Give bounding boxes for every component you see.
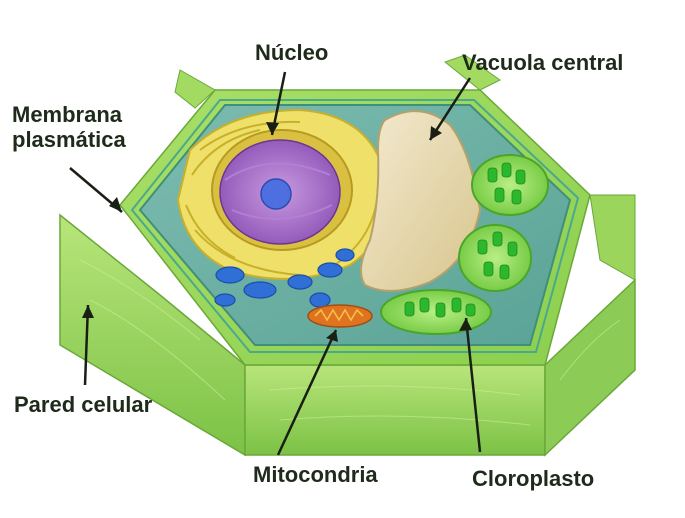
chloroplasts bbox=[380, 154, 549, 335]
label-mitochondria: Mitocondria bbox=[253, 462, 378, 487]
nucleus bbox=[211, 129, 353, 251]
label-central-vacuole: Vacuola central bbox=[462, 50, 624, 75]
label-nucleus: Núcleo bbox=[255, 40, 329, 65]
leader-mitochondria bbox=[276, 329, 338, 456]
label-chloroplast: Cloroplasto bbox=[472, 466, 595, 491]
leader-chloroplast bbox=[464, 317, 482, 453]
leader-wall bbox=[83, 304, 90, 386]
mitochondrion bbox=[307, 304, 373, 328]
nucleolus bbox=[260, 178, 292, 210]
label-plasma-membrane-line1: Membrana bbox=[12, 102, 123, 127]
vesicles bbox=[214, 248, 355, 308]
central-vacuole bbox=[360, 110, 482, 292]
label-cell-wall: Pared celular bbox=[14, 392, 153, 417]
label-plasma-membrane: Membrana plasmática bbox=[12, 102, 126, 152]
leader-arrowheads bbox=[82, 122, 472, 342]
label-plasma-membrane-line2: plasmática bbox=[12, 127, 126, 152]
plasma-membrane bbox=[130, 99, 580, 353]
